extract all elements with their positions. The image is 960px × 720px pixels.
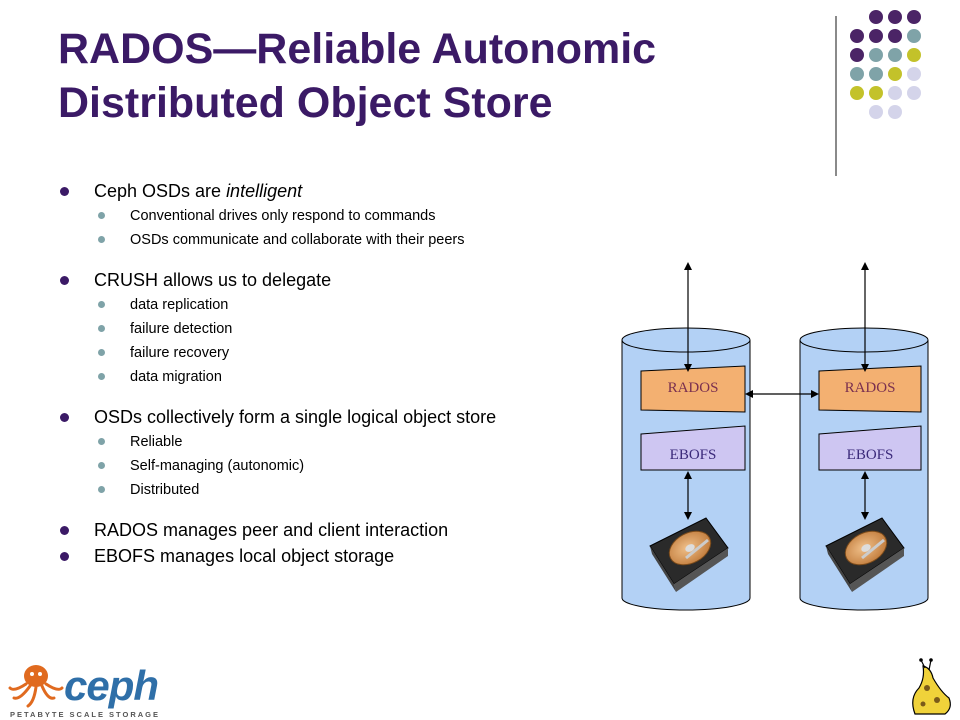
decorative-dot [850, 29, 864, 43]
decorative-dot [888, 29, 902, 43]
slide-title-line-1: RADOS—Reliable Autonomic [58, 25, 657, 73]
decorative-dot [869, 86, 883, 100]
hard-drive-icon-1 [649, 517, 729, 592]
decorative-dot [850, 48, 864, 62]
sub-bullet-2-2: failure detection [60, 317, 620, 341]
bullet-4: RADOS manages peer and client interactio… [60, 519, 620, 541]
bullet-1: Ceph OSDs are intelligent [60, 180, 620, 202]
bullet-2: CRUSH allows us to delegate [60, 269, 620, 291]
bullet-1-emphasis: intelligent [226, 181, 303, 201]
bullet-list: Ceph OSDs are intelligent Conventional d… [60, 180, 620, 567]
decorative-dot [888, 48, 902, 62]
decorative-dot [888, 10, 902, 24]
decorative-dot [869, 10, 883, 24]
logo-wordmark: ceph [64, 662, 159, 709]
sub-bullet-2-3: failure recovery [60, 341, 620, 365]
slide-title: RADOS—Reliable Autonomic Distributed Obj… [58, 22, 818, 130]
decorative-dot [907, 10, 921, 24]
slide-title-line-2: Distributed Object Store [58, 79, 553, 127]
ebofs-label-1: EBOFS [669, 447, 717, 463]
decorative-dot [888, 67, 902, 81]
sub-bullet-3-1: Reliable [60, 430, 620, 454]
decorative-dot [869, 105, 883, 119]
decorative-dot [907, 29, 921, 43]
rados-label-1: RADOS [667, 380, 719, 396]
sub-bullet-1-2: OSDs communicate and collaborate with th… [60, 228, 620, 252]
ebofs-label-2: EBOFS [846, 447, 894, 463]
decorative-dot [907, 48, 921, 62]
hard-drive-icon-2 [825, 517, 905, 592]
sub-bullet-2-4: data migration [60, 365, 620, 389]
decorative-dot [850, 67, 864, 81]
decorative-dot [888, 86, 902, 100]
rados-label-2: RADOS [844, 380, 896, 396]
title-divider [835, 16, 837, 176]
bullet-3: OSDs collectively form a single logical … [60, 406, 620, 428]
ceph-logo: ceph PETABYTE SCALE STORAGE [8, 660, 168, 719]
ebofs-box-2 [818, 425, 922, 471]
decorative-dot [869, 48, 883, 62]
decorative-dot [869, 67, 883, 81]
decorative-dot [888, 105, 902, 119]
octopus-icon [8, 665, 64, 708]
banana-slug-mascot-icon [912, 658, 951, 715]
decorative-dot [907, 67, 921, 81]
ebofs-box-1 [640, 425, 746, 471]
sub-bullet-1-1: Conventional drives only respond to comm… [60, 204, 620, 228]
rados-box-1 [640, 365, 746, 413]
decorative-dot [907, 86, 921, 100]
bullet-1-text: Ceph OSDs are [94, 181, 227, 201]
rados-box-2 [818, 365, 922, 413]
sub-bullet-2-1: data replication [60, 293, 620, 317]
bullet-5: EBOFS manages local object storage [60, 545, 620, 567]
logo-tagline: PETABYTE SCALE STORAGE [10, 710, 160, 719]
decorative-dot [850, 86, 864, 100]
decorative-dot [869, 29, 883, 43]
sub-bullet-3-2: Self-managing (autonomic) [60, 454, 620, 478]
sub-bullet-3-3: Distributed [60, 478, 620, 502]
